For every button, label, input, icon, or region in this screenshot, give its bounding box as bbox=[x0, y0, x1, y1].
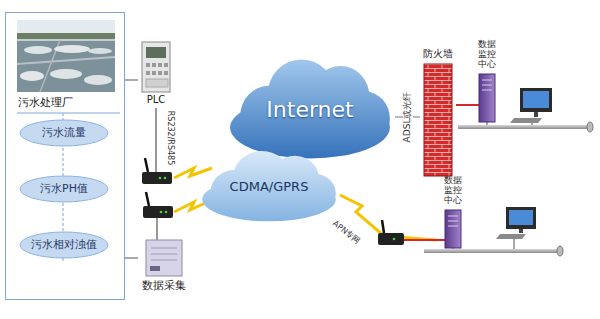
node-label: 污水流量 bbox=[42, 127, 86, 140]
panel-divider bbox=[17, 113, 120, 114]
server-rack bbox=[445, 210, 461, 248]
serial-cable bbox=[155, 108, 157, 172]
node-label: 污水处理厂 bbox=[18, 97, 73, 110]
link-label: APN专网 bbox=[330, 219, 362, 247]
node-label: 污水PH值 bbox=[40, 183, 88, 196]
network-bus bbox=[424, 239, 563, 256]
wireless-signal bbox=[174, 168, 212, 178]
cable-line bbox=[125, 79, 138, 81]
node-label: Internet bbox=[266, 97, 353, 122]
collector-device bbox=[146, 240, 182, 276]
firewall-node: 防火墙 bbox=[420, 48, 456, 178]
server-rack bbox=[479, 74, 495, 122]
sensor-ellipse: 污水相对浊值 bbox=[19, 231, 109, 259]
plant-photo bbox=[17, 20, 115, 92]
sensor-ellipse: 污水PH值 bbox=[19, 175, 109, 203]
internet-cloud: Internet bbox=[225, 55, 395, 165]
node-label: 污水相对浊值 bbox=[31, 239, 97, 252]
lan-cable bbox=[456, 104, 480, 106]
cdma-cloud: CDMA/GPRS bbox=[198, 148, 340, 226]
computer bbox=[510, 88, 552, 123]
gprs-router bbox=[378, 220, 404, 245]
link-label: ADSL或光纤 bbox=[403, 91, 413, 144]
node-label: PLC bbox=[147, 94, 166, 106]
plc-device bbox=[142, 42, 170, 92]
signal-label: RS232/RS485 bbox=[166, 110, 175, 167]
plant-panel: 污水处理厂污水流量污水PH值污水相对浊值 bbox=[5, 12, 125, 300]
monitor-center: 数据监控中心 bbox=[436, 176, 470, 252]
router-cable bbox=[156, 218, 158, 240]
sensor-ellipse: 污水流量 bbox=[19, 119, 109, 147]
node-label: CDMA/GPRS bbox=[230, 180, 309, 195]
node-label: 防火墙 bbox=[423, 48, 453, 60]
gprs-router bbox=[143, 192, 173, 218]
firewall-wall bbox=[424, 64, 452, 176]
collector-node: 数据采集 bbox=[138, 238, 190, 302]
cable-line bbox=[125, 257, 138, 259]
lan-cable bbox=[404, 239, 446, 241]
node-label: 数据监控中心 bbox=[444, 176, 462, 206]
network-bus bbox=[458, 122, 593, 132]
node-label: 数据监控中心 bbox=[478, 40, 496, 70]
monitor-center: 数据监控中心 bbox=[470, 40, 504, 126]
plc-node: PLC bbox=[138, 42, 174, 108]
computer bbox=[496, 207, 536, 239]
node-label: 数据采集 bbox=[142, 280, 186, 293]
